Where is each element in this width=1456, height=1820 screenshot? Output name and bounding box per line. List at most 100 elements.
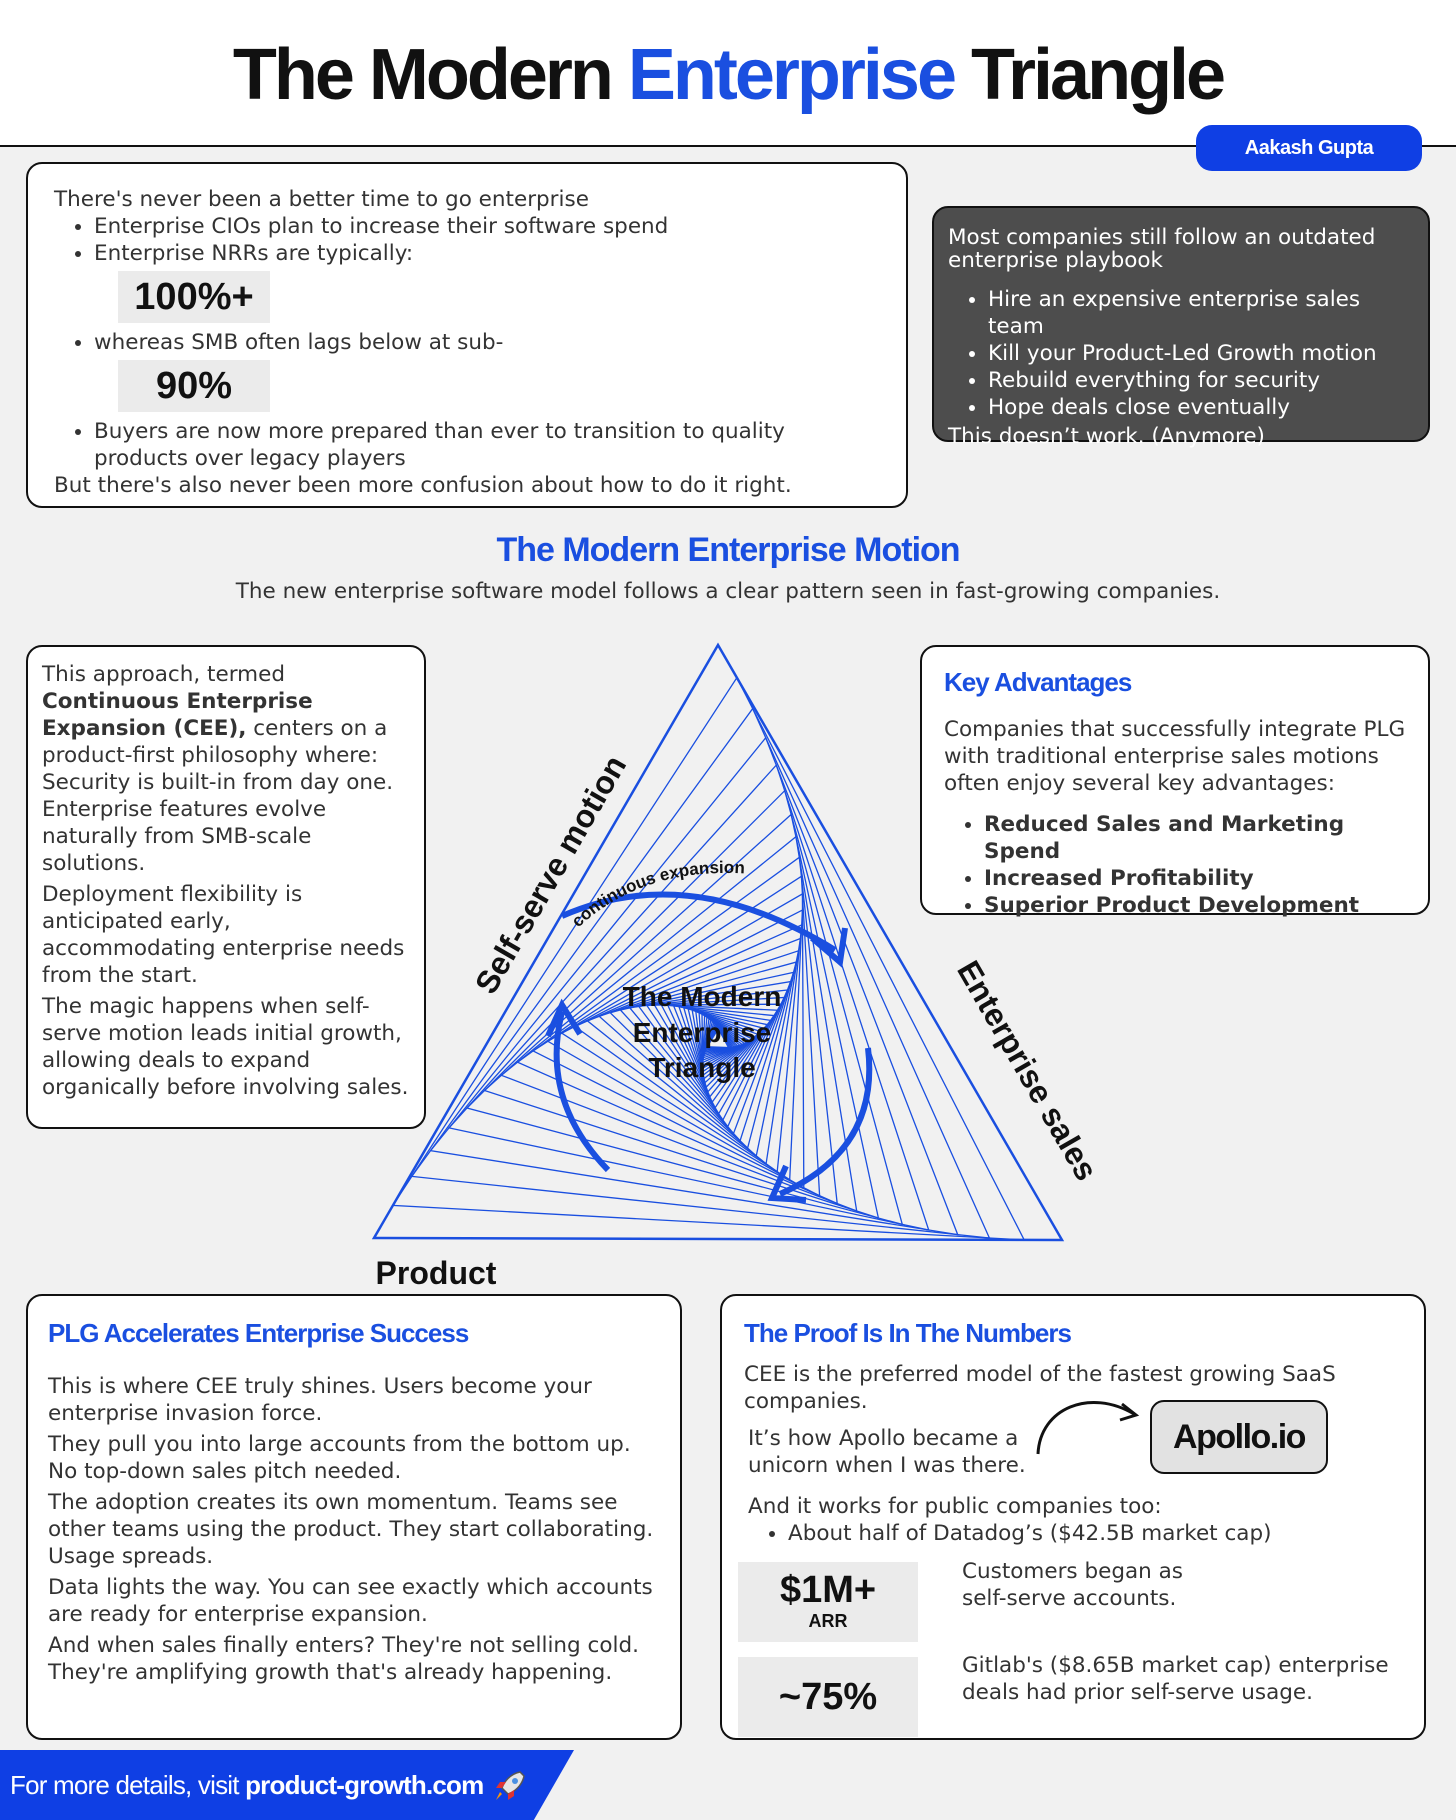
list-item: Enterprise NRRs are typically: [94, 240, 880, 267]
arrowhead-right [767, 1164, 807, 1203]
spiral-triangle [666, 1004, 776, 1104]
spiral-triangle [691, 1009, 759, 1080]
intro-list: Buyers are now more prepared than ever t… [94, 418, 880, 472]
list-item: Reduced Sales and Marketing Spend [984, 811, 1406, 865]
enterprise-triangle-diagram: continuous expansion The Modern Enterpri… [371, 642, 1105, 1291]
triangle-spiral [371, 642, 1065, 1242]
plg-paragraph: They pull you into large accounts from t… [48, 1432, 631, 1484]
spiral-triangle [701, 1013, 751, 1070]
stat-nrr-smb: 90% [118, 360, 270, 412]
list-item: whereas SMB often lags below at sub- [94, 329, 880, 356]
proof-list: About half of Datadog’s ($42.5B market c… [788, 1520, 1402, 1547]
spiral-triangle [429, 736, 959, 1236]
label-enterprise-sales: Enterprise sales [950, 954, 1105, 1186]
footer-link[interactable]: For more details, visit product-growth.c… [0, 1750, 574, 1820]
spiral-triangle [391, 676, 1026, 1241]
footer-site[interactable]: product-growth.com [245, 1770, 484, 1800]
arrowhead-top [810, 927, 848, 968]
list-item: About half of Datadog’s ($42.5B market c… [788, 1520, 1402, 1547]
center-label: Enterprise [633, 1017, 772, 1048]
playbook-heading: Most companies still follow an outdated … [948, 225, 1376, 273]
spiral-triangle [702, 1014, 749, 1067]
center-label: The Modern [623, 981, 782, 1012]
spiral-triangle [608, 961, 798, 1150]
spiral-triangle [410, 707, 991, 1239]
arrow-right [778, 1047, 873, 1197]
intro-box: There's never been a better time to go e… [26, 162, 908, 508]
intro-closing: But there's also never been more confusi… [54, 473, 792, 498]
approach-paragraph: This approach, termed Continuous Enterpr… [42, 661, 410, 877]
plg-paragraph: Data lights the way. You can see exactly… [48, 1575, 653, 1627]
spiral-triangle [706, 1027, 730, 1049]
spiral-triangle [483, 813, 880, 1219]
arrow-top [560, 891, 837, 953]
spiral-triangle [371, 642, 1065, 1242]
spiral-triangle [702, 1018, 742, 1059]
curved-arrow-icon [1036, 1400, 1140, 1455]
spiral-triangle [702, 1015, 746, 1064]
spiral-triangle [687, 1007, 763, 1084]
arrowhead-left [545, 998, 583, 1038]
spiral-triangle [619, 971, 795, 1142]
spiral-triangle [516, 856, 838, 1205]
approach-paragraph: Deployment flexibility is anticipated ea… [42, 882, 405, 988]
plg-title: PLG Accelerates Enterprise Success [48, 1318, 469, 1348]
spiral-triangle [695, 1010, 757, 1077]
spiral-triangle [597, 949, 800, 1158]
spiral-triangle [703, 1021, 738, 1055]
section-subtitle: The new enterprise software model follow… [235, 579, 1221, 604]
arrow-left [553, 1011, 611, 1173]
spiral-triangle [645, 996, 786, 1122]
spiral-triangle [660, 1004, 779, 1109]
stat-nrr-enterprise: 100%+ [118, 271, 270, 323]
spiral-triangle [698, 1011, 754, 1073]
list-item: Increased Profitability [984, 865, 1406, 892]
title-part: Triangle [954, 35, 1226, 115]
apollo-text: It’s how Apollo became a unicorn when I … [748, 1426, 1026, 1478]
intro-list: Enterprise CIOs plan to increase their s… [94, 213, 880, 267]
spiral-triangle [500, 835, 858, 1213]
spiral-triangle [703, 1022, 736, 1053]
text: centers on a product-first philosophy wh… [42, 716, 394, 876]
proof-title: The Proof Is In The Numbers [744, 1318, 1072, 1348]
plg-paragraph: And when sales finally enters? They're n… [48, 1633, 639, 1685]
list-item: Kill your Product-Led Growth motion [988, 340, 1414, 367]
approach-paragraph: The magic happens when self-serve motion… [42, 994, 409, 1100]
spiral-triangle [573, 923, 803, 1173]
list-item: Buyers are now more prepared than ever t… [94, 418, 880, 472]
list-item: Enterprise CIOs plan to increase their s… [94, 213, 880, 240]
spiral-triangle [637, 989, 789, 1128]
intro-lead: There's never been a better time to go e… [54, 187, 589, 212]
term-cee: Continuous Enterprise Expansion (CEE), [42, 689, 313, 741]
title-part: The Modern [232, 35, 628, 115]
list-item: Hire an expensive enterprise sales team [988, 286, 1414, 340]
stat2-desc: Gitlab's ($8.65B market cap) enterprise … [962, 1653, 1389, 1705]
stat-value: $1M+ [779, 1569, 877, 1611]
stat-unit: ARR [808, 1611, 848, 1631]
playbook-box: Most companies still follow an outdated … [932, 206, 1430, 449]
header [0, 0, 1456, 147]
center-label: Triangle [648, 1052, 755, 1083]
apollo-logo: Apollo.io [1150, 1400, 1328, 1474]
stat1-desc: Customers began as self-serve accounts. [962, 1559, 1184, 1611]
spiral-triangle [682, 1006, 766, 1089]
spiral-triangle [560, 909, 804, 1181]
playbook-list: Hire an expensive enterprise sales team … [988, 286, 1414, 421]
list-item: Rebuild everything for security [988, 367, 1414, 394]
spiral-triangle [628, 980, 792, 1135]
footer-text: For more details, visit [10, 1770, 246, 1800]
proof-intro: CEE is the preferred model of the fastes… [744, 1362, 1336, 1414]
label-product: Product [376, 1255, 497, 1291]
advantages-box: Key Advantages Companies that successful… [920, 645, 1430, 918]
page-title: The Modern Enterprise Triangle [0, 30, 1456, 120]
stat-arr: $1M+ ARR [738, 1562, 918, 1642]
text: This approach, termed [42, 662, 285, 687]
plg-paragraph: The adoption creates its own momentum. T… [48, 1490, 654, 1569]
list-item: Superior Product Development [984, 892, 1406, 919]
spiral-triangle [702, 1020, 740, 1057]
spiral-triangle [586, 937, 802, 1165]
spiral-triangle [678, 1005, 769, 1094]
spiral-triangle [465, 789, 904, 1226]
spiral-triangle [447, 763, 930, 1231]
advantages-title: Key Advantages [944, 667, 1132, 697]
